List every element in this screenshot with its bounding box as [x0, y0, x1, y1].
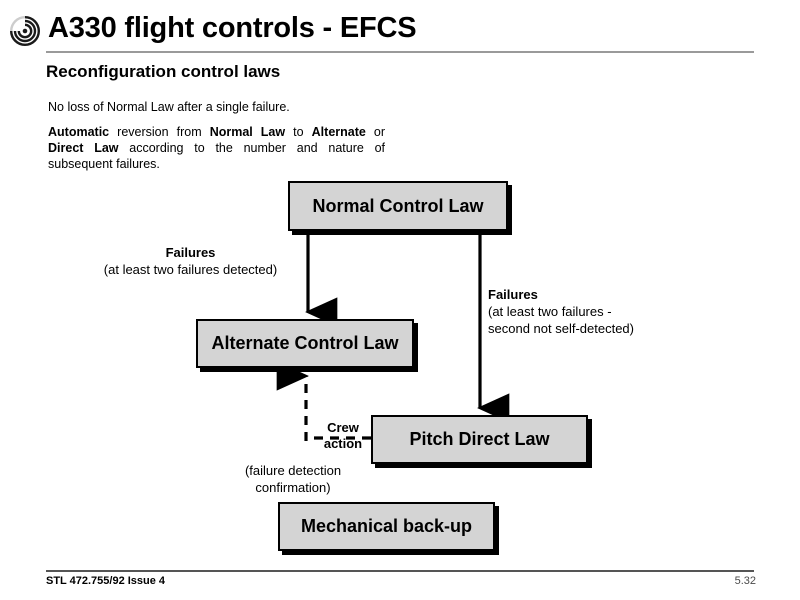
- label-failures-right-detail-line2: second not self-detected): [488, 321, 634, 336]
- intro-run-6: Direct Law: [48, 141, 119, 155]
- label-failure-detection: (failure detection confirmation): [213, 462, 373, 496]
- intro-run-4: Alternate: [311, 125, 366, 139]
- label-crew-action-line1: Crew: [327, 420, 359, 435]
- box-mechanical-back-up[interactable]: Mechanical back-up: [278, 502, 495, 551]
- intro-run-2: Normal Law: [209, 125, 286, 139]
- intro-paragraph: Automatic reversion from Normal Law to A…: [48, 124, 385, 172]
- footer-divider: [46, 570, 754, 572]
- intro-run-7: according to the number and nature of su…: [48, 141, 385, 171]
- intro-line: No loss of Normal Law after a single fai…: [48, 100, 290, 114]
- intro-run-3: to: [285, 125, 312, 139]
- label-failures-left-detail: (at least two failures detected): [103, 262, 278, 277]
- label-failures-right: Failures (at least two failures - second…: [488, 286, 634, 337]
- label-failure-detection-line2: confirmation): [255, 480, 331, 495]
- label-failures-left-title: Failures: [165, 245, 216, 260]
- label-failures-right-title: Failures: [488, 287, 538, 302]
- label-failure-detection-line1: (failure detection: [244, 463, 342, 478]
- intro-run-1: reversion from: [109, 125, 210, 139]
- label-crew-action-line2: action: [323, 436, 363, 451]
- label-failures-left: Failures (at least two failures detected…: [78, 244, 303, 278]
- section-subtitle: Reconfiguration control laws: [46, 62, 281, 81]
- slide-header: A330 flight controls - EFCS: [0, 0, 800, 56]
- box-normal-control-law[interactable]: Normal Control Law: [288, 181, 508, 231]
- intro-run-5: or: [365, 125, 386, 139]
- label-failures-right-detail-line1: (at least two failures -: [488, 304, 612, 319]
- label-crew-action: Crew action: [313, 420, 373, 452]
- footer-page-number: 5.32: [734, 575, 756, 587]
- page-title: A330 flight controls - EFCS: [48, 12, 417, 44]
- header-divider: [46, 51, 754, 53]
- box-pitch-direct-law[interactable]: Pitch Direct Law: [371, 415, 588, 464]
- intro-run-0: Automatic: [48, 125, 110, 139]
- footer-reference: STL 472.755/92 Issue 4: [46, 575, 166, 587]
- box-alternate-control-law[interactable]: Alternate Control Law: [196, 319, 414, 368]
- spiral-swirl-logo-icon: [10, 16, 40, 46]
